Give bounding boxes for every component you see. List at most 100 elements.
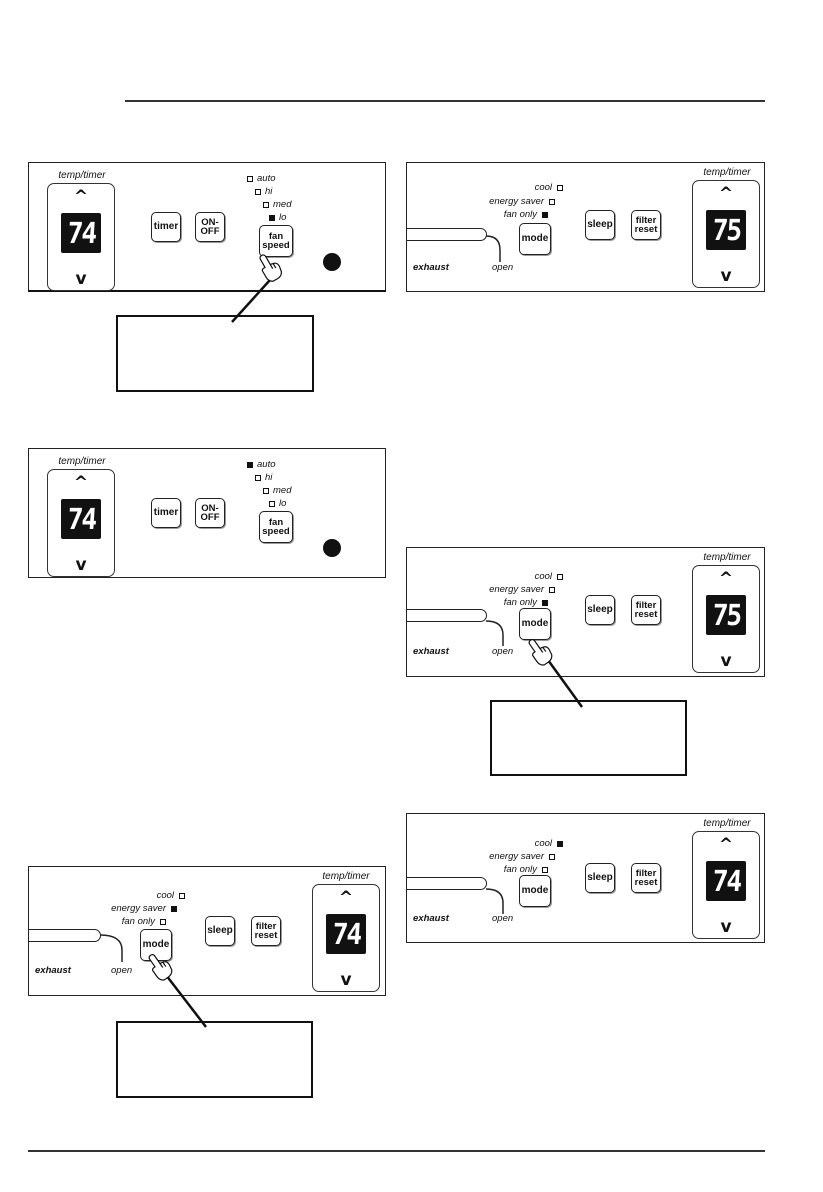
mode-energy-saver-indicator: energy saver [467, 585, 555, 595]
footer-rule [28, 1150, 765, 1152]
temp-up-button[interactable]: ^ [718, 184, 734, 204]
temperature-display: 74 [61, 499, 101, 539]
callout-box [490, 700, 687, 776]
indicator-light [542, 867, 548, 873]
mode-energy-saver-indicator: energy saver [467, 197, 555, 207]
fan-control-panel: temp/timer ^ 74 v timer ON-OFF auto hi m… [28, 448, 386, 578]
temp-timer-label: temp/timer [703, 552, 751, 563]
sleep-button[interactable]: sleep [585, 210, 615, 240]
timer-button[interactable]: timer [151, 498, 181, 528]
fan-med-indicator: med [263, 200, 291, 210]
temperature-display: 74 [61, 213, 101, 253]
indicator-light-on [542, 212, 548, 218]
indicator-light [255, 475, 261, 481]
mode-control-panel: cool energy saver fan only mode sleep fi… [406, 162, 765, 292]
fan-hi-indicator: hi [255, 187, 272, 197]
temp-up-button[interactable]: ^ [338, 888, 354, 908]
fan-lo-indicator: lo [269, 499, 286, 509]
temperature-value: 75 [711, 213, 741, 247]
exhaust-vent [29, 929, 101, 942]
on-off-button[interactable]: ON-OFF [195, 212, 225, 242]
timer-button[interactable]: timer [151, 212, 181, 242]
mode-cool-indicator: cool [497, 183, 563, 193]
temperature-display: 75 [706, 595, 746, 635]
temp-timer-display: ^ 74 v [312, 884, 380, 992]
indicator-light [263, 202, 269, 208]
indicator-light-on [542, 600, 548, 606]
temp-timer-display: ^ 75 v [692, 565, 760, 673]
mode-energy-saver-indicator: energy saver [89, 904, 177, 914]
indicator-light [557, 574, 563, 580]
indicator-light [557, 185, 563, 191]
callout-box [116, 315, 314, 392]
indicator-light-on [247, 462, 253, 468]
exhaust-vent [407, 609, 487, 622]
temp-down-button[interactable]: v [75, 555, 87, 575]
remote-sensor [323, 539, 341, 557]
exhaust-label: exhaust [35, 965, 71, 976]
callout-box [116, 1021, 313, 1098]
indicator-light-on [557, 841, 563, 847]
sleep-button[interactable]: sleep [585, 595, 615, 625]
temp-up-button[interactable]: ^ [718, 835, 734, 855]
temp-down-button[interactable]: v [75, 269, 87, 289]
open-label: open [492, 646, 514, 657]
header-rule [125, 100, 765, 102]
sleep-button[interactable]: sleep [205, 916, 235, 946]
temp-down-button[interactable]: v [720, 917, 732, 937]
temperature-value: 75 [711, 598, 741, 632]
indicator-light-on [171, 906, 177, 912]
mode-button[interactable]: mode [519, 608, 551, 640]
indicator-light [160, 919, 166, 925]
temp-up-button[interactable]: ^ [718, 569, 734, 589]
on-off-button[interactable]: ON-OFF [195, 498, 225, 528]
mode-fan-only-indicator: fan only [95, 917, 166, 927]
open-label: open [492, 913, 514, 924]
fan-hi-indicator: hi [255, 473, 272, 483]
remote-sensor [323, 253, 341, 271]
temp-timer-display: ^ 74 v [692, 831, 760, 939]
mode-fan-only-indicator: fan only [477, 865, 548, 875]
exhaust-vent [407, 877, 487, 890]
sleep-button[interactable]: sleep [585, 863, 615, 893]
temperature-value: 74 [66, 216, 96, 250]
fan-auto-indicator: auto [247, 174, 276, 184]
temp-down-button[interactable]: v [720, 266, 732, 286]
indicator-light [549, 587, 555, 593]
temp-down-button[interactable]: v [720, 651, 732, 671]
temp-up-button[interactable]: ^ [73, 473, 89, 493]
mode-button[interactable]: mode [140, 929, 172, 961]
indicator-light [263, 488, 269, 494]
temperature-display: 74 [706, 861, 746, 901]
mode-control-panel: cool energy saver fan only mode sleep fi… [406, 813, 765, 943]
mode-cool-indicator: cool [119, 891, 185, 901]
temperature-display: 75 [706, 210, 746, 250]
indicator-light [549, 199, 555, 205]
temp-timer-label: temp/timer [703, 167, 751, 178]
indicator-light-on [269, 215, 275, 221]
temp-timer-label: temp/timer [703, 818, 751, 829]
temp-timer-label: temp/timer [58, 456, 106, 467]
indicator-light [179, 893, 185, 899]
indicator-light [247, 176, 253, 182]
temp-timer-label: temp/timer [322, 871, 370, 882]
exhaust-label: exhaust [413, 646, 449, 657]
temp-timer-display: ^ 74 v [47, 183, 115, 291]
mode-button[interactable]: mode [519, 223, 551, 255]
temp-down-button[interactable]: v [340, 970, 352, 990]
mode-cool-indicator: cool [497, 839, 563, 849]
mode-fan-only-indicator: fan only [477, 210, 548, 220]
exhaust-label: exhaust [413, 262, 449, 273]
mode-button[interactable]: mode [519, 875, 551, 907]
temp-up-button[interactable]: ^ [73, 187, 89, 207]
temp-timer-label: temp/timer [58, 170, 106, 181]
fan-med-indicator: med [263, 486, 291, 496]
temperature-display: 74 [326, 914, 366, 954]
temp-timer-display: ^ 75 v [692, 180, 760, 288]
